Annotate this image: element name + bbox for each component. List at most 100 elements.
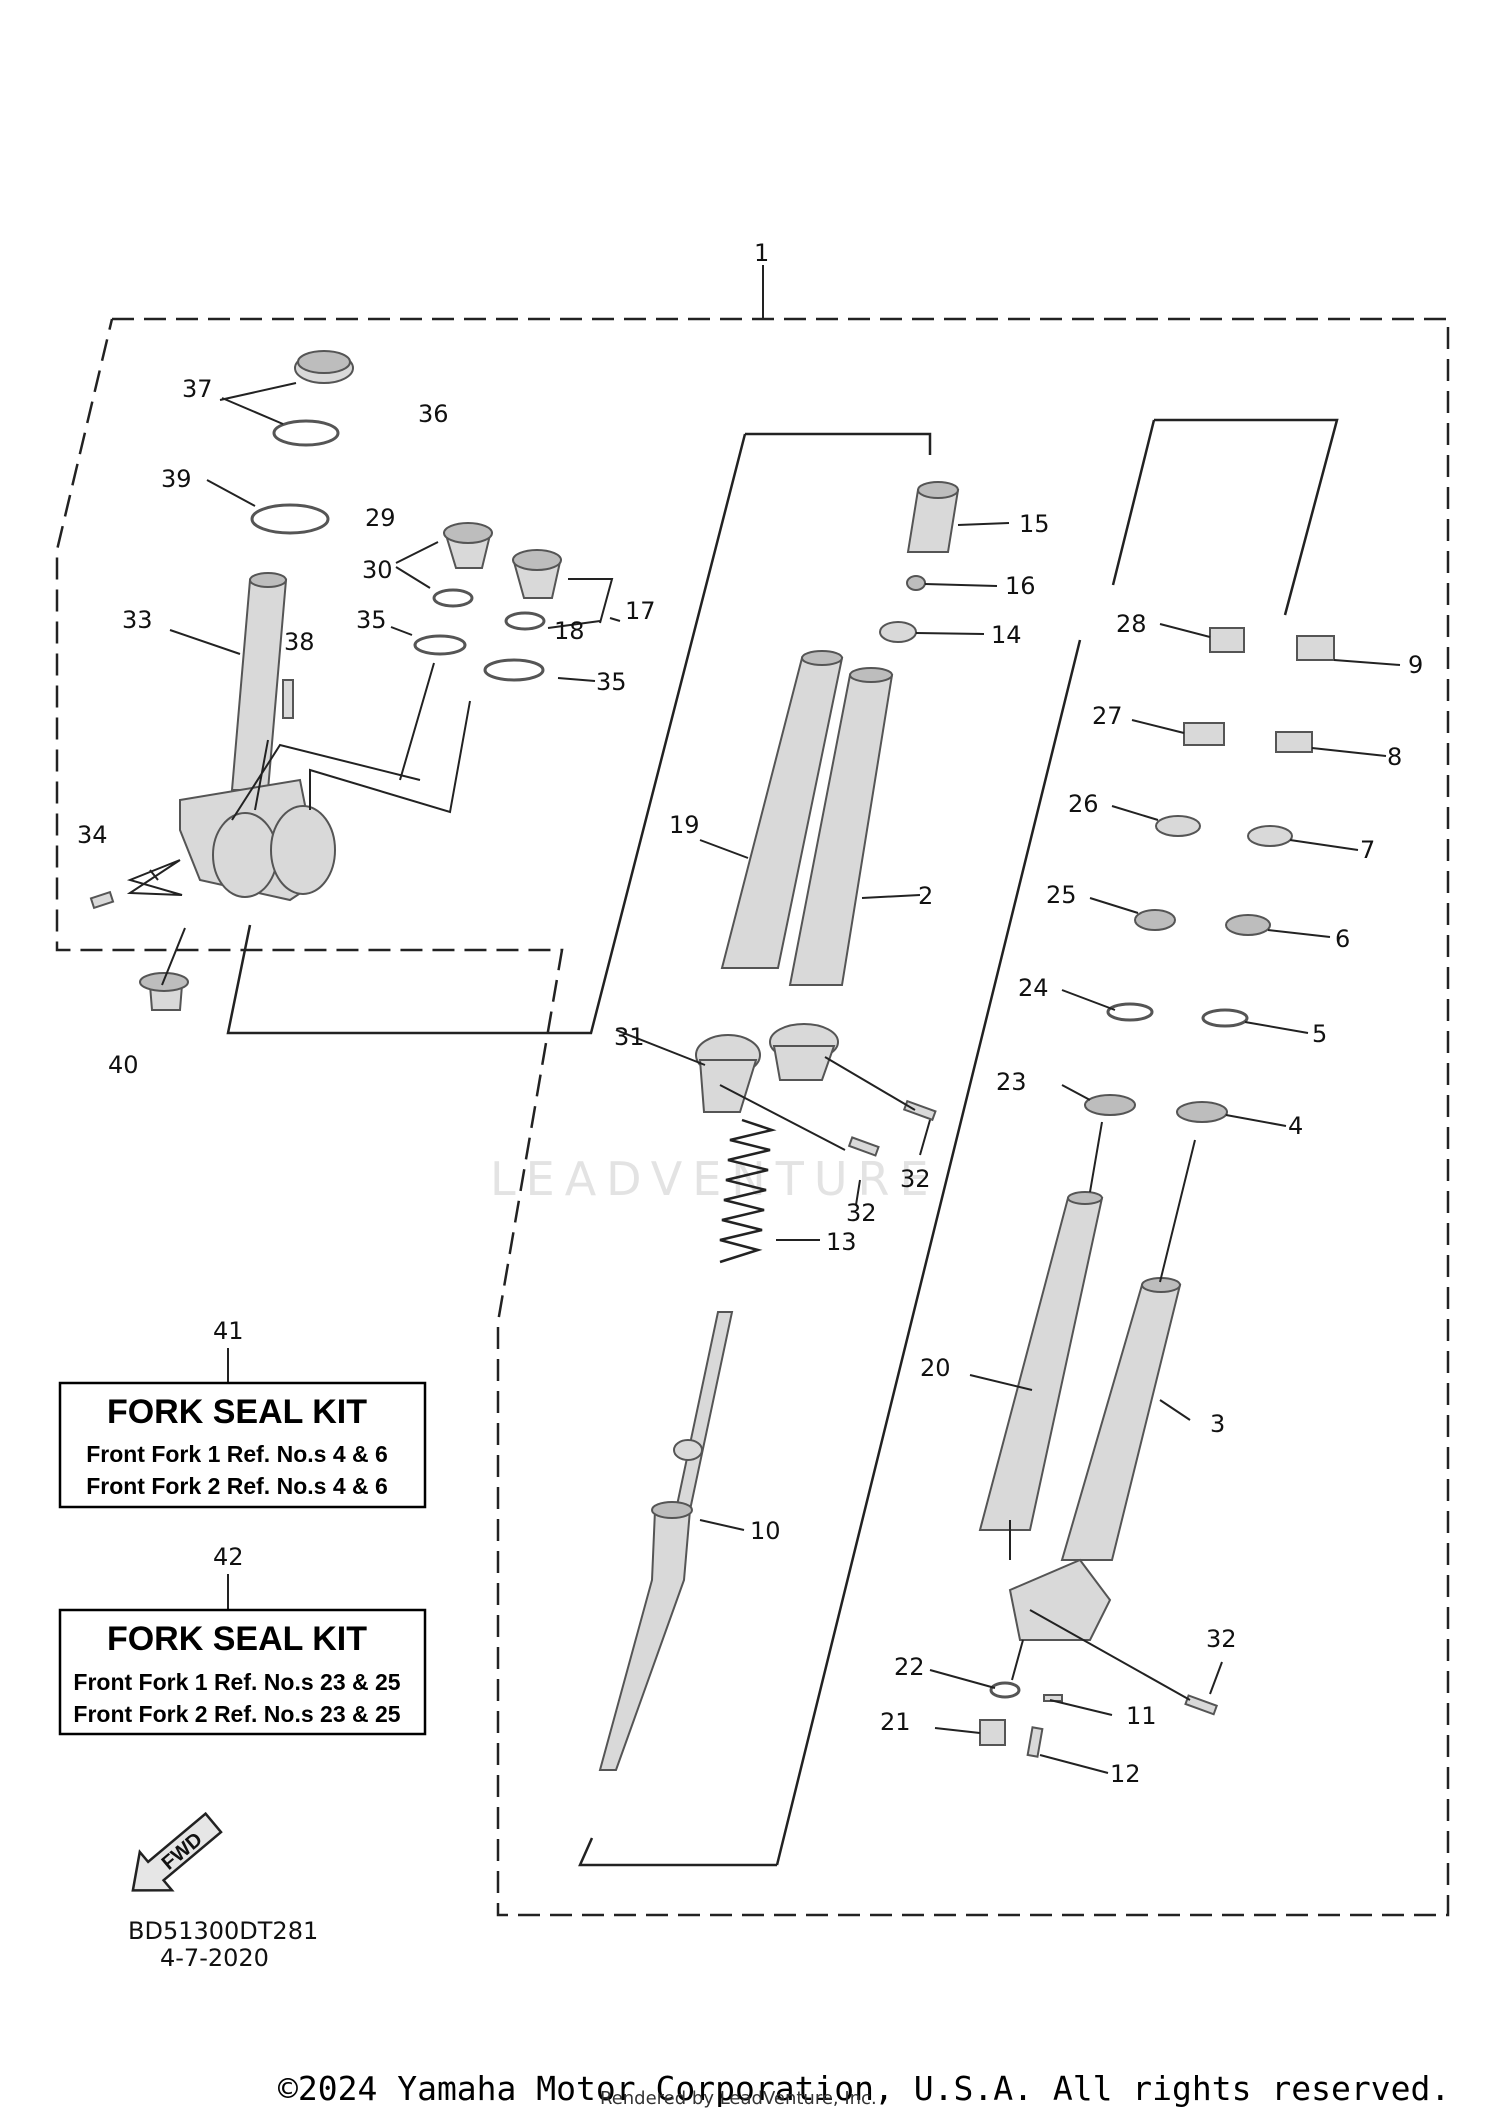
callout-20: 20 [920, 1354, 951, 1382]
assembly-boundary [55, 317, 1450, 1917]
washer-37-icon [272, 419, 340, 447]
callout-21: 21 [880, 1708, 911, 1736]
seal-39-icon [250, 503, 330, 535]
callout-27: 27 [1092, 702, 1123, 730]
kit-41-line-1: Front Fork 1 Ref. No.s 4 & 6 [86, 1441, 388, 1467]
callout-30: 30 [362, 556, 393, 584]
copyright-text: ©2024 Yamaha Motor Corporation, U.S.A. A… [278, 2069, 1450, 2108]
callout-38: 38 [284, 628, 315, 656]
callout-3: 3 [1210, 1410, 1225, 1438]
bolt-12-icon [1026, 1726, 1044, 1758]
callout-26: 26 [1068, 790, 1099, 818]
kit-42-line-1: Front Fork 1 Ref. No.s 23 & 25 [73, 1669, 400, 1695]
inner-tube-20-icon [978, 1191, 1104, 1531]
callout-14: 14 [991, 621, 1022, 649]
callout-23: 23 [996, 1068, 1027, 1096]
callout-7: 7 [1360, 836, 1375, 864]
fork-clamp-31-icon [695, 1023, 839, 1113]
callout-28: 28 [1116, 610, 1147, 638]
bushing-8-icon [1275, 731, 1313, 753]
callout-1: 1 [754, 239, 769, 267]
clip-24-icon [1106, 1002, 1154, 1022]
fork-cap-15-icon [906, 481, 960, 553]
kit-42-title: FORK SEAL KIT [107, 1620, 367, 1658]
oring-35b-icon [483, 658, 545, 682]
fork-seal-kit-41: FORK SEAL KIT Front Fork 1 Ref. No.s 4 &… [58, 1381, 427, 1509]
callout-11: 11 [1126, 1702, 1157, 1730]
callout-42: 42 [213, 1543, 244, 1571]
callout-25: 25 [1046, 881, 1077, 909]
oring-18-icon [504, 611, 546, 631]
callout-13: 13 [826, 1228, 857, 1256]
callout-5: 5 [1312, 1020, 1327, 1048]
kit-41-title: FORK SEAL KIT [107, 1393, 367, 1431]
spring-13-icon [719, 1118, 777, 1264]
panel-middle [226, 432, 1082, 1867]
nut-16-icon [906, 575, 926, 591]
callout-33: 33 [122, 606, 153, 634]
callout-18: 18 [554, 617, 585, 645]
washer-14-icon [879, 621, 917, 643]
outer-tube-19-icon [720, 650, 844, 969]
fwd-arrow-icon: FWD [131, 1811, 223, 1892]
inner-tube-3-icon [1008, 1277, 1182, 1641]
callout-29: 29 [365, 504, 396, 532]
left-leaders [126, 382, 621, 986]
callout-16: 16 [1005, 572, 1036, 600]
callout-34: 34 [77, 821, 108, 849]
bolt-34-icon [89, 890, 115, 910]
oring-35a-icon [413, 634, 467, 656]
bolt-38-icon [282, 679, 294, 719]
watermark-text: LEADVENTURE [490, 1152, 939, 1206]
bushing-17-icon [512, 549, 562, 599]
callout-10: 10 [750, 1517, 781, 1545]
outer-tube-2-icon [788, 667, 894, 986]
rendered-by-text: Rendered by LeadVenture, Inc. [600, 2088, 877, 2109]
callout-24: 24 [1018, 974, 1049, 1002]
kit-42-line-2: Front Fork 2 Ref. No.s 23 & 25 [73, 1701, 400, 1727]
oring-30-icon [432, 588, 474, 608]
bushing-29-icon [443, 522, 493, 569]
callout-32-clamp-rear: 32 [900, 1165, 931, 1193]
callout-35-right: 35 [596, 668, 627, 696]
bushing-28-icon [1209, 627, 1245, 653]
washer-7-icon [1247, 825, 1293, 847]
kit-41-line-2: Front Fork 2 Ref. No.s 4 & 6 [86, 1473, 388, 1499]
callout-40: 40 [108, 1051, 139, 1079]
bolt-32a-icon [902, 1099, 937, 1122]
bolt-32b-icon [847, 1136, 880, 1157]
seal-6-icon [1225, 914, 1271, 936]
callout-35-left: 35 [356, 606, 387, 634]
callout-8: 8 [1387, 743, 1402, 771]
callout-37: 37 [182, 375, 213, 403]
fork-seal-kit-42: FORK SEAL KIT Front Fork 1 Ref. No.s 23 … [58, 1608, 427, 1736]
oring-22-icon [989, 1681, 1021, 1699]
callout-19: 19 [669, 811, 700, 839]
dust-seal-4-icon [1176, 1101, 1228, 1123]
callout-41: 41 [213, 1317, 244, 1345]
callout-32-clamp-front: 32 [846, 1199, 877, 1227]
callout-32-axle: 32 [1206, 1625, 1237, 1653]
clip-5-icon [1201, 1008, 1249, 1028]
diagram-date: 4-7-2020 [160, 1944, 269, 1972]
right-leaders [929, 623, 1401, 1774]
damper-rod-10-icon [598, 1311, 734, 1771]
bearing-36-icon [294, 350, 354, 384]
callout-4: 4 [1288, 1112, 1303, 1140]
panel-right [1111, 418, 1339, 616]
callout-22: 22 [894, 1653, 925, 1681]
bolt-32c-icon [1184, 1694, 1219, 1716]
bushing-21-icon [979, 1719, 1006, 1746]
callout-36: 36 [418, 400, 449, 428]
callout-39: 39 [161, 465, 192, 493]
diagram-code: BD51300DT281 [128, 1917, 318, 1945]
callout-2: 2 [918, 882, 933, 910]
callout-6: 6 [1335, 925, 1350, 953]
callout-12: 12 [1110, 1760, 1141, 1788]
callout-17: 17 [625, 597, 656, 625]
seal-25-icon [1134, 909, 1176, 931]
callout-31: 31 [614, 1023, 645, 1051]
callout-15: 15 [1019, 510, 1050, 538]
bushing-27-icon [1183, 722, 1225, 746]
